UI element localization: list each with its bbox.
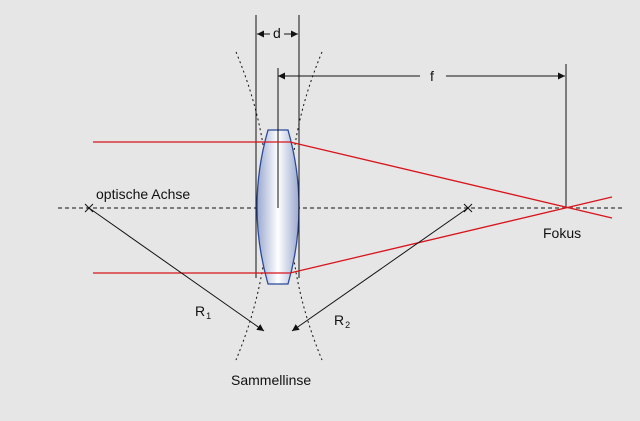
- focal-length-label-f: f: [427, 69, 437, 83]
- ray-lower: [93, 196, 613, 274]
- optical-axis-label: optische Achse: [96, 186, 191, 202]
- radius-2-label: R2: [334, 313, 350, 330]
- focus-label: Fokus: [543, 225, 582, 241]
- ray-upper: [93, 141, 613, 219]
- radius-1-subscript: 1: [206, 311, 212, 321]
- radius-1-letter: R: [195, 303, 206, 319]
- thickness-label-d: d: [270, 26, 284, 40]
- radius-2-letter: R: [334, 312, 345, 328]
- lens-name-label: Sammellinse: [231, 372, 312, 388]
- radius-1-line: [88, 207, 265, 332]
- radius-1-label: R1: [195, 304, 211, 321]
- radius-2-subscript: 2: [345, 320, 351, 330]
- radius-2-line: [291, 207, 469, 332]
